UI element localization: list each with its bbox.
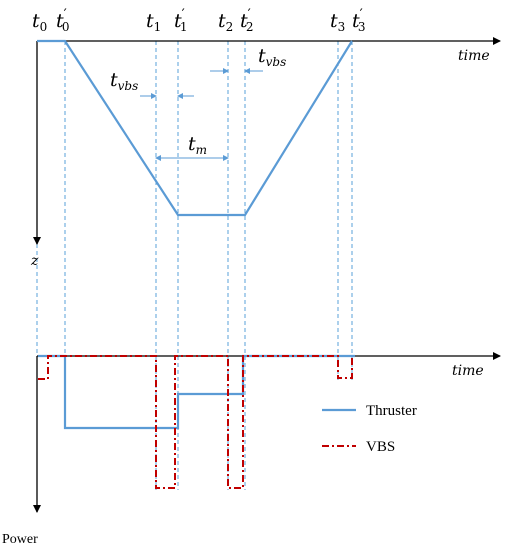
legend-thruster-label: Thruster [366, 403, 417, 419]
label-t2-prime: t′2 [240, 7, 253, 34]
label-tvbs-1: tvbs [110, 69, 138, 93]
time-guides [36, 41, 353, 490]
label-t3: t3 [330, 10, 345, 34]
top-axes [33, 37, 501, 245]
legend-vbs-label: VBS [366, 439, 395, 455]
label-t0-prime: t′0 [56, 7, 69, 34]
interval-arrows [140, 68, 263, 161]
bottom-axes [33, 352, 501, 513]
top-y-axis-label: z [30, 253, 39, 269]
legend: Thruster VBS [322, 403, 417, 455]
thruster-power-profile [38, 354, 355, 430]
label-t0: t0 [32, 10, 47, 34]
bottom-x-axis-label: time [452, 363, 484, 379]
label-tvbs-2: tvbs [258, 45, 286, 69]
label-t3-prime: t′3 [352, 7, 365, 34]
label-tm: tm [188, 133, 207, 157]
label-t1: t1 [146, 10, 161, 34]
label-t1-prime: t′1 [174, 7, 187, 34]
top-x-axis-label: time [458, 48, 490, 64]
label-t2: t2 [218, 10, 233, 34]
bottom-y-axis-label: Power [2, 532, 38, 547]
vbs-power-profile [38, 355, 353, 489]
depth-trajectory [37, 39, 353, 217]
